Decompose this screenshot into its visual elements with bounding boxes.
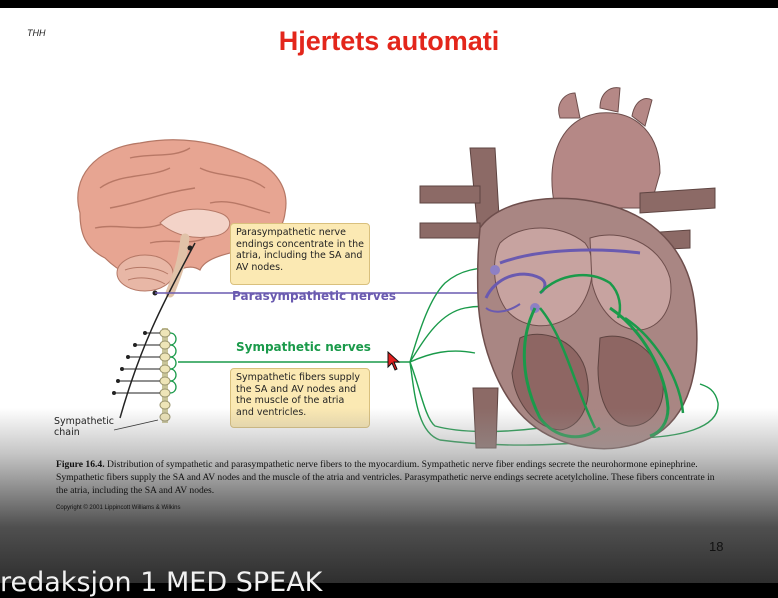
sympathetic-chain-label: Sympathetic chain bbox=[54, 416, 118, 438]
callout-parasympathetic: Parasympathetic nerve endings concentrat… bbox=[230, 223, 370, 285]
slide: THH Hjertets automati bbox=[0, 8, 778, 583]
heart-illustration bbox=[420, 88, 715, 449]
caption-text: Distribution of sympathetic and parasymp… bbox=[56, 459, 715, 496]
parasympathetic-nerves-label: Parasympathetic nerves bbox=[232, 289, 396, 303]
subtitle-overlay: redaksjon 1 MED SPEAK bbox=[0, 568, 322, 598]
copyright-notice: Copyright © 2001 Lippincott Williams & W… bbox=[56, 505, 180, 511]
mouse-cursor-icon bbox=[387, 351, 401, 371]
caption-figure-number: Figure 16.4. bbox=[56, 459, 105, 470]
sympathetic-nerves-label: Sympathetic nerves bbox=[236, 340, 371, 354]
figure-caption: Figure 16.4. Distribution of sympathetic… bbox=[56, 458, 716, 497]
page-number: 18 bbox=[709, 539, 723, 554]
